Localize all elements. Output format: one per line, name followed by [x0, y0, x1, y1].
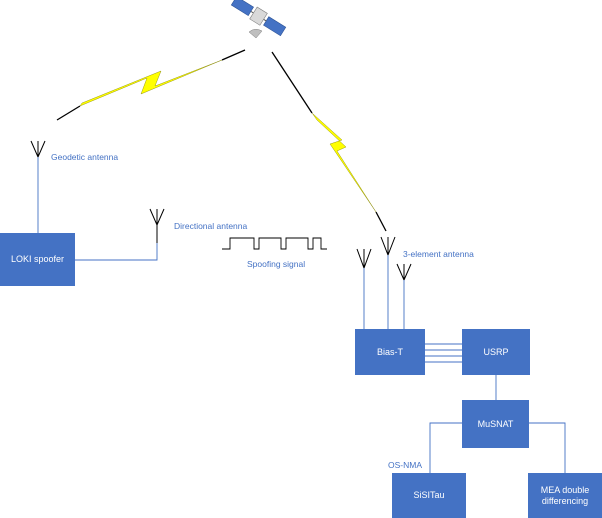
usrp-box: USRP: [462, 329, 530, 375]
mea-label-line2: differencing: [541, 495, 589, 506]
three-element-antenna-label: 3-element antenna: [403, 249, 474, 259]
mea-label-line1: MEA double: [540, 484, 590, 495]
musnat-label: MuSNAT: [477, 418, 514, 429]
satellite-icon: [230, 0, 287, 39]
usrp-label: USRP: [483, 346, 509, 357]
directional-antenna-label: Directional antenna: [174, 221, 248, 231]
geodetic-antenna-label: Geodetic antenna: [51, 152, 119, 162]
antenna-icon: [356, 248, 372, 270]
sisitau-box: SiSITau: [392, 473, 466, 518]
os-nma-label: OS-NMA: [388, 460, 422, 470]
antenna-icon: [30, 140, 46, 159]
mea-double-differencing-box: MEA double differencing: [528, 473, 602, 518]
lightning-bolt-icon: [56, 49, 246, 121]
loki-spoofer-box: LOKI spoofer: [0, 233, 75, 286]
spoofing-signal-label: Spoofing signal: [247, 259, 306, 269]
antenna-icon: [380, 236, 396, 257]
connection-wires: [37, 157, 566, 473]
antenna-icon: [396, 263, 412, 282]
square-wave-icon: [222, 237, 327, 250]
musnat-box: MuSNAT: [462, 400, 529, 448]
antenna-icon: [149, 208, 165, 243]
loki-spoofer-label: LOKI spoofer: [10, 254, 65, 264]
lightning-bolt-icon: [271, 51, 387, 232]
bias-t-box: Bias-T: [355, 329, 425, 375]
bias-t-label: Bias-T: [376, 346, 403, 357]
sisitau-label: SiSITau: [413, 490, 445, 500]
